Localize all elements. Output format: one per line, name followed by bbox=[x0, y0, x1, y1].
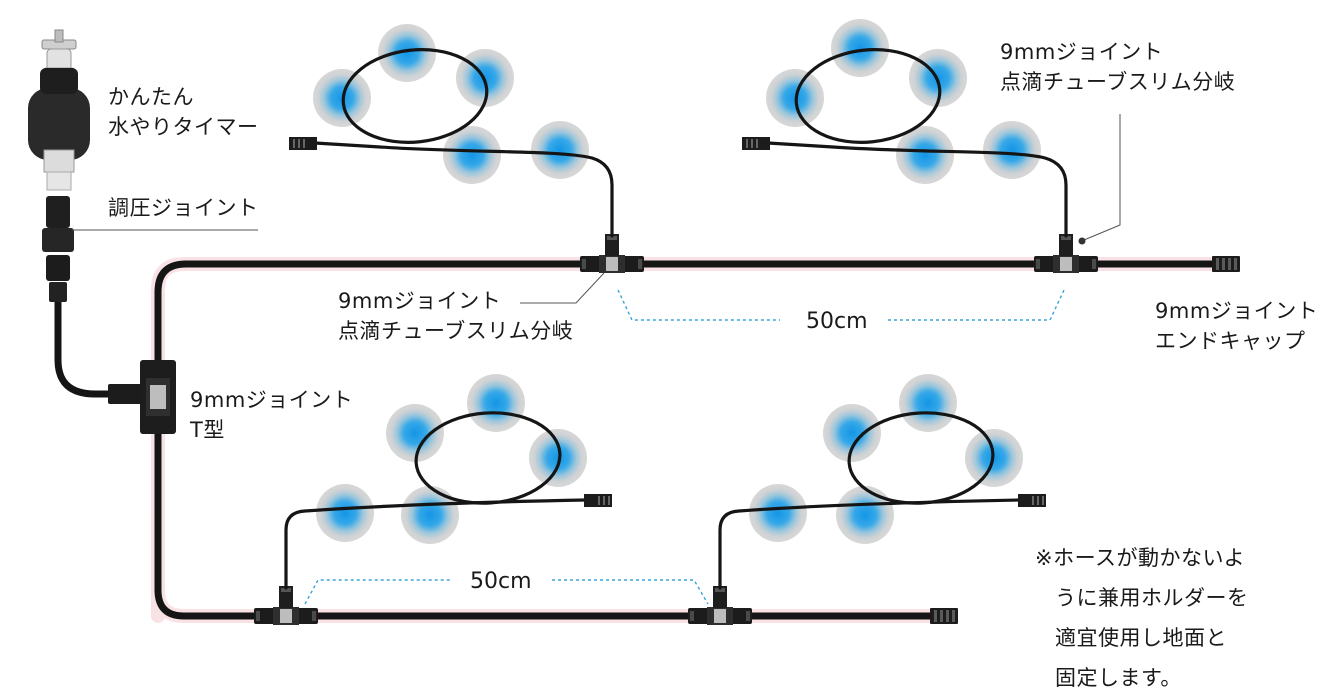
end-cap-bottom bbox=[930, 608, 958, 624]
fixing-note: ※ホースが動かないよ うに兼用ホルダーを 適宜使用し地面と 固定します。 bbox=[1035, 538, 1249, 698]
leader-lines bbox=[72, 114, 1121, 304]
branch-center-label-line-2: 点滴チューブスリム分岐 bbox=[338, 319, 574, 343]
drip-tubes bbox=[284, 48, 1068, 590]
note-line-4: 固定します。 bbox=[1055, 666, 1182, 690]
branch-center-label-line-1: 9mmジョイント bbox=[338, 289, 502, 313]
branch-tee-bottom-right bbox=[688, 586, 752, 625]
branch-center-label: 9mmジョイント 点滴チューブスリム分岐 bbox=[338, 286, 573, 346]
drip-spots bbox=[313, 19, 1041, 544]
pressure-joint-icon bbox=[42, 196, 74, 302]
end-cap-label: 9mmジョイント エンドキャップ bbox=[1155, 296, 1318, 356]
note-line-1: ※ホースが動かないよ bbox=[1035, 546, 1246, 570]
t-joint-label-line-2: T型 bbox=[190, 418, 225, 442]
branch-tee-right bbox=[1034, 234, 1098, 273]
branch-top-right-label-line-1: 9mmジョイント bbox=[1000, 40, 1164, 64]
t-joint-label: 9mmジョイント T型 bbox=[190, 385, 353, 445]
drip-tube-plugs bbox=[289, 137, 1046, 507]
pressure-joint-label: 調圧ジョイント bbox=[108, 193, 259, 223]
spacing-dashes bbox=[304, 289, 1065, 605]
branch-tee-bottom-left bbox=[254, 586, 318, 625]
t-joint-icon bbox=[108, 360, 176, 434]
branch-top-right-label: 9mmジョイント 点滴チューブスリム分岐 bbox=[1000, 37, 1235, 97]
end-cap-top bbox=[1212, 256, 1240, 272]
timer-label-line-2: 水やりタイマー bbox=[108, 115, 259, 139]
note-line-3: 適宜使用し地面と bbox=[1055, 626, 1227, 650]
spacing-top-label: 50cm bbox=[806, 309, 868, 334]
t-joint-label-line-1: 9mmジョイント bbox=[190, 388, 354, 412]
main-hose bbox=[54, 260, 1219, 620]
note-line-2: うに兼用ホルダーを bbox=[1055, 586, 1249, 610]
branch-tee-center bbox=[580, 234, 644, 273]
pressure-joint-label-text: 調圧ジョイント bbox=[108, 196, 259, 220]
timer-label-line-1: かんたん bbox=[108, 85, 194, 109]
timer-label: かんたん 水やりタイマー bbox=[108, 82, 259, 142]
end-cap-label-line-1: 9mmジョイント bbox=[1155, 299, 1319, 323]
end-cap-label-line-2: エンドキャップ bbox=[1155, 329, 1306, 353]
leader-dot bbox=[1078, 237, 1086, 245]
spacing-bottom-label: 50cm bbox=[470, 569, 532, 594]
water-timer-icon bbox=[28, 68, 90, 191]
branch-top-right-label-line-2: 点滴チューブスリム分岐 bbox=[1000, 70, 1236, 94]
